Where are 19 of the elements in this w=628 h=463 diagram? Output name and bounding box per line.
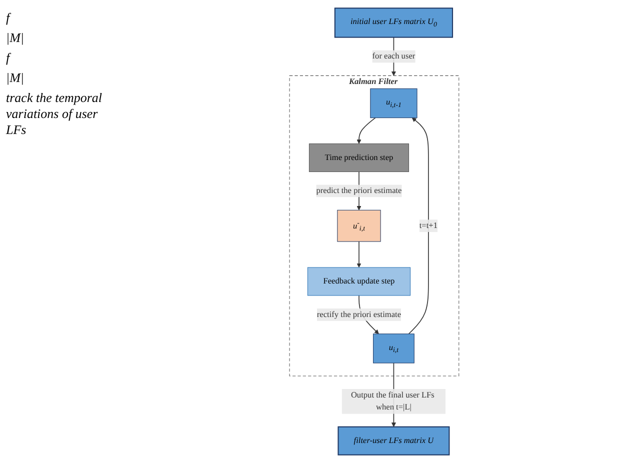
node-box: u$_{i,t-1}$ [370,88,418,118]
dimension-label: |M| [6,70,25,86]
node-box: filter-user LFs matrix U [337,426,450,456]
edge-label: Output the final user LFs when t=|L| [350,390,434,412]
node-box: Time prediction step [308,143,409,172]
edge-label: predict the priori estimate [316,186,402,196]
arrow [408,118,429,334]
arrow [356,241,362,268]
dimension-label: |M| [6,30,25,46]
node-box: Feedback update step [307,267,410,296]
edge-label: rectify the priori estimate [316,310,401,319]
dimension-label: track the temporal variations of user LFs [6,90,104,138]
arrow [356,117,376,144]
node-box: u$_{i,t}$ [372,334,414,364]
dimension-label: f [6,10,12,26]
node-box: initial user LFs matrix U$_{0}$ [334,8,453,38]
edge-label: t=t+1 [419,221,438,230]
dimension-label: f [6,50,12,66]
edge-label: for each user [372,52,415,61]
